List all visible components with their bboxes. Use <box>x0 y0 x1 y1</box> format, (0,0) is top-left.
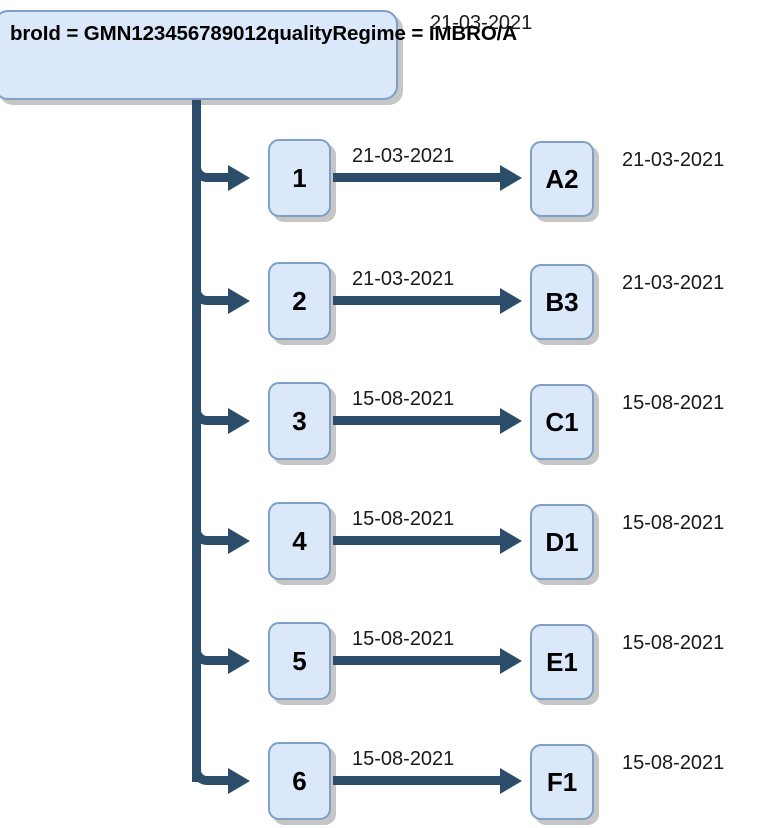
branch-elbow-3 <box>192 391 218 425</box>
vertical-trunk-connector <box>192 100 201 782</box>
branch-arrowhead-6 <box>228 768 250 794</box>
event-date-label-5: 15-08-2021 <box>622 632 725 654</box>
step-box-6-label: 6 <box>292 765 307 796</box>
transition-date-label-2: 21-03-2021 <box>352 268 455 290</box>
transition-date-label-4: 15-08-2021 <box>352 508 455 530</box>
event-box-6-label: F1 <box>546 766 578 797</box>
branch-arrowhead-3 <box>228 408 250 434</box>
root-bro-id-text: broId = GMN123456789012 <box>10 22 267 45</box>
branch-shaft-1 <box>214 173 230 182</box>
transition-date-label-5: 15-08-2021 <box>352 628 455 650</box>
step-box-6[interactable]: 6 <box>268 742 331 820</box>
step-box-2[interactable]: 2 <box>268 262 331 340</box>
event-box-5[interactable]: E1 <box>530 624 594 700</box>
event-date-label-2: 21-03-2021 <box>622 272 725 294</box>
transition-arrowhead-4 <box>500 528 522 554</box>
transition-date-label-3: 15-08-2021 <box>352 388 455 410</box>
event-date-label-3: 15-08-2021 <box>622 392 725 414</box>
transition-shaft-1 <box>333 173 500 182</box>
transition-shaft-2 <box>333 296 500 305</box>
event-box-4-label: D1 <box>545 526 579 557</box>
event-box-4[interactable]: D1 <box>530 504 594 580</box>
transition-arrowhead-2 <box>500 288 522 314</box>
branch-arrowhead-5 <box>228 648 250 674</box>
transition-date-label-1: 21-03-2021 <box>352 145 455 167</box>
event-date-label-1: 21-03-2021 <box>622 149 725 171</box>
branch-elbow-4 <box>192 511 218 545</box>
root-date-label: 21-03-2021 <box>430 12 533 34</box>
transition-shaft-3 <box>333 416 500 425</box>
event-box-1-label: A2 <box>545 163 579 194</box>
step-box-2-label: 2 <box>292 285 307 316</box>
transition-arrowhead-6 <box>500 768 522 794</box>
event-box-3[interactable]: C1 <box>530 384 594 460</box>
step-box-5[interactable]: 5 <box>268 622 331 700</box>
branch-shaft-2 <box>214 296 230 305</box>
branch-shaft-6 <box>214 776 230 785</box>
step-box-5-label: 5 <box>292 645 307 676</box>
branch-shaft-5 <box>214 656 230 665</box>
event-box-6[interactable]: F1 <box>530 744 594 820</box>
transition-arrowhead-1 <box>500 165 522 191</box>
gmn-root-box[interactable]: broId = GMN123456789012 qualityRegime = … <box>0 10 517 100</box>
branch-elbow-6 <box>192 751 218 785</box>
transition-shaft-6 <box>333 776 500 785</box>
transition-shaft-4 <box>333 536 500 545</box>
branch-arrowhead-2 <box>228 288 250 314</box>
event-box-1[interactable]: A2 <box>530 141 594 217</box>
step-box-1-label: 1 <box>292 162 307 193</box>
step-box-1[interactable]: 1 <box>268 139 331 217</box>
root-quality-regime-text: qualityRegime = IMBRO/A <box>266 22 517 45</box>
event-date-label-4: 15-08-2021 <box>622 512 725 534</box>
step-box-4-label: 4 <box>292 525 307 556</box>
event-box-2[interactable]: B3 <box>530 264 594 340</box>
event-box-5-label: E1 <box>546 646 578 677</box>
branch-elbow-2 <box>192 271 218 305</box>
event-box-2-label: B3 <box>545 286 579 317</box>
step-box-3-label: 3 <box>292 405 307 436</box>
step-box-4[interactable]: 4 <box>268 502 331 580</box>
branch-shaft-4 <box>214 536 230 545</box>
event-box-3-label: C1 <box>545 406 579 437</box>
branch-arrowhead-1 <box>228 165 250 191</box>
branch-arrowhead-4 <box>228 528 250 554</box>
transition-arrowhead-3 <box>500 408 522 434</box>
step-box-3[interactable]: 3 <box>268 382 331 460</box>
transition-date-label-6: 15-08-2021 <box>352 748 455 770</box>
transition-arrowhead-5 <box>500 648 522 674</box>
branch-elbow-1 <box>192 148 218 182</box>
event-date-label-6: 15-08-2021 <box>622 752 725 774</box>
transition-shaft-5 <box>333 656 500 665</box>
branch-elbow-5 <box>192 631 218 665</box>
branch-shaft-3 <box>214 416 230 425</box>
